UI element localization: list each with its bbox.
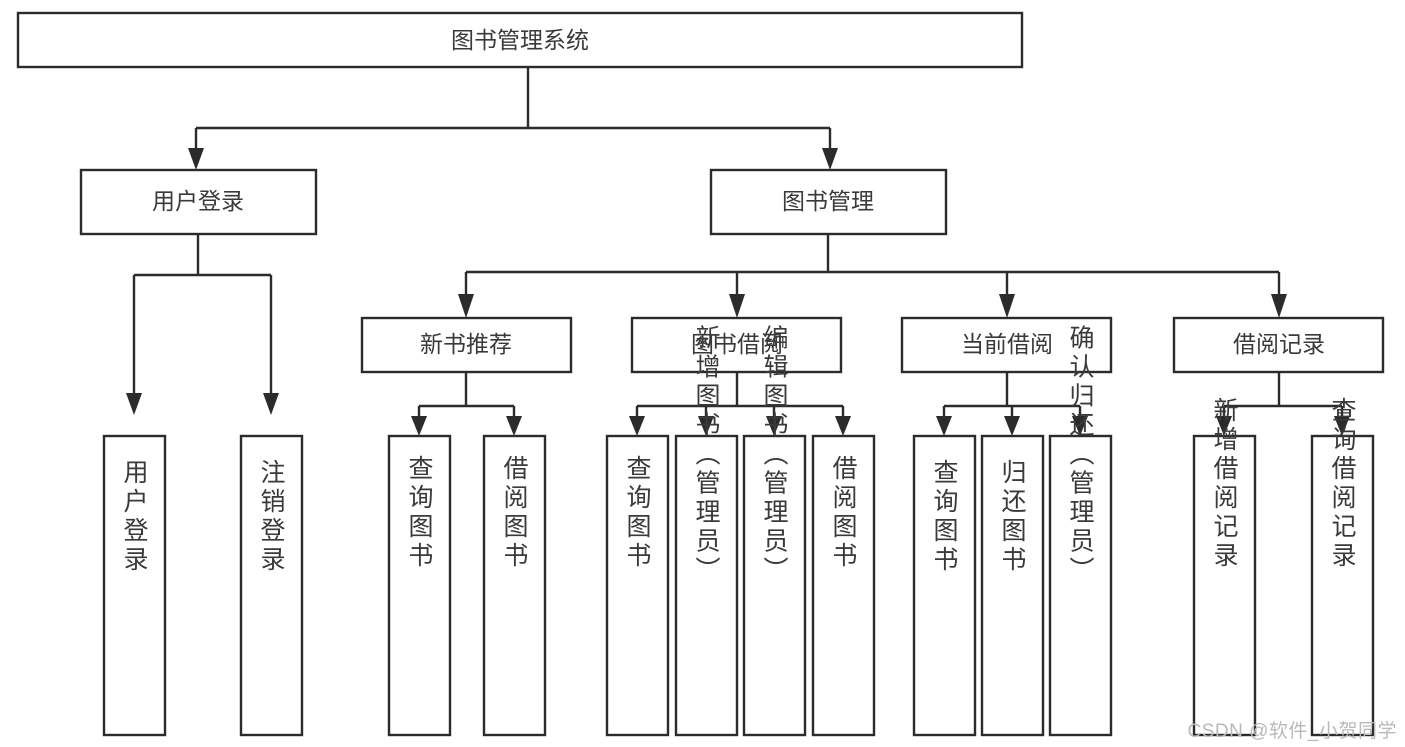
node-root-label: 图书管理系统 [451,27,589,53]
node-current-borrow-label: 当前借阅 [961,331,1053,357]
leaf-borrow-query-box[interactable] [605,434,670,737]
leaf-current-return-box[interactable] [980,434,1045,737]
leaf-node[interactable]: 编辑图书（管理员） [742,325,807,737]
leaf-user-login-box[interactable] [102,434,167,737]
leaf-node[interactable]: 查询图书 [605,434,670,737]
node-user-login[interactable]: 用户登录 [79,168,318,236]
leaf-current-return-label: 归还图书 [998,459,1027,575]
leaf-newbook-borrow-box[interactable] [482,434,547,737]
leaf-logout-label: 注销登录 [257,459,286,575]
node-book-management-label: 图书管理 [782,188,874,214]
arrow-head-current-3 [1072,416,1088,436]
node-new-book-recommend-label: 新书推荐 [420,331,512,357]
leaf-borrow-edit-book-label: 编辑图书（管理员） [760,325,789,586]
leaf-borrow-add-book-box[interactable] [674,434,739,737]
arrow-head-user-login-1 [126,393,142,415]
arrow-head-level2-right [822,148,838,170]
node-book-borrow[interactable]: 图书借阅 [630,316,843,374]
node-book-borrow-label: 图书借阅 [691,331,783,357]
arrow-head-level3-2 [729,294,745,318]
leaf-newbook-query-box[interactable] [387,434,452,737]
leaf-logout-box[interactable] [239,434,304,737]
leaf-node[interactable]: 查询图书 [912,434,977,737]
leaf-user-login-label: 用户登录 [120,459,149,575]
leaf-newbook-borrow-label: 借阅图书 [500,455,529,571]
leaf-newbook-query-label: 查询图书 [405,455,434,571]
leaf-node[interactable]: 查询图书 [387,434,452,737]
leaf-node[interactable]: 确认归还（管理员） [1048,325,1113,737]
arrow-head-borrow-4 [835,416,851,436]
leaf-record-query-box[interactable] [1310,434,1375,737]
leaf-current-confirm-return-label: 确认归还（管理员） [1066,325,1095,586]
arrow-head-borrow-2 [698,416,714,436]
leaf-record-add-box[interactable] [1192,434,1257,737]
node-user-login-label: 用户登录 [152,188,244,214]
arrow-head-current-1 [936,416,952,436]
arrow-head-newbook-2 [506,416,522,436]
leaf-node[interactable]: 归还图书 [980,434,1045,737]
leaf-node[interactable]: 新增图书（管理员） [674,325,739,737]
leaf-current-confirm-return-box[interactable] [1048,434,1113,737]
leaf-borrow-borrow-book-box[interactable] [811,434,876,737]
leaf-node[interactable]: 用户登录 [102,434,167,737]
arrow-head-user-login-2 [263,393,279,415]
node-root-box[interactable] [16,11,1024,69]
arrow-head-level3-4 [1271,294,1287,318]
node-root[interactable]: 图书管理系统 [16,11,1024,69]
leaf-borrow-edit-book-box[interactable] [742,434,807,737]
leaf-current-query-box[interactable] [912,434,977,737]
node-borrow-record-box[interactable] [1172,316,1385,374]
arrow-head-record-2 [1334,416,1350,436]
arrow-head-borrow-3 [766,416,782,436]
arrow-head-level2-left [188,148,204,170]
node-current-borrow-box[interactable] [900,316,1113,374]
node-user-login-box[interactable] [79,168,318,236]
leaf-node[interactable]: 借阅图书 [482,434,547,737]
arrow-head-level3-3 [999,294,1015,318]
node-new-book-recommend[interactable]: 新书推荐 [360,316,573,374]
leaf-borrow-query-label: 查询图书 [623,455,652,571]
leaf-record-add-label: 新增借阅记录 [1210,397,1239,571]
node-new-book-recommend-box[interactable] [360,316,573,374]
node-book-borrow-box[interactable] [630,316,843,374]
node-book-management-box[interactable] [709,168,948,236]
leaf-borrow-add-book-label: 新增图书（管理员） [692,325,721,586]
node-current-borrow[interactable]: 当前借阅 [900,316,1113,374]
leaf-current-query-label: 查询图书 [930,459,959,575]
csdn-watermark: CSDN @软件_小贺同学 [1187,721,1397,742]
leaf-node[interactable]: 借阅图书 [811,434,876,737]
leaf-node[interactable]: 查询借阅记录 [1310,397,1375,737]
arrow-head-newbook-1 [411,416,427,436]
arrow-head-borrow-1 [629,416,645,436]
node-book-management[interactable]: 图书管理 [709,168,948,236]
arrow-head-level3-1 [458,294,474,318]
node-borrow-record-label: 借阅记录 [1233,331,1325,357]
node-borrow-record[interactable]: 借阅记录 [1172,316,1385,374]
arrow-head-current-2 [1004,416,1020,436]
leaf-borrow-borrow-book-label: 借阅图书 [829,455,858,571]
arrow-head-record-1 [1216,416,1232,436]
leaf-record-query-label: 查询借阅记录 [1328,397,1357,571]
leaf-node[interactable]: 新增借阅记录 [1192,397,1257,737]
leaf-node[interactable]: 注销登录 [239,434,304,737]
